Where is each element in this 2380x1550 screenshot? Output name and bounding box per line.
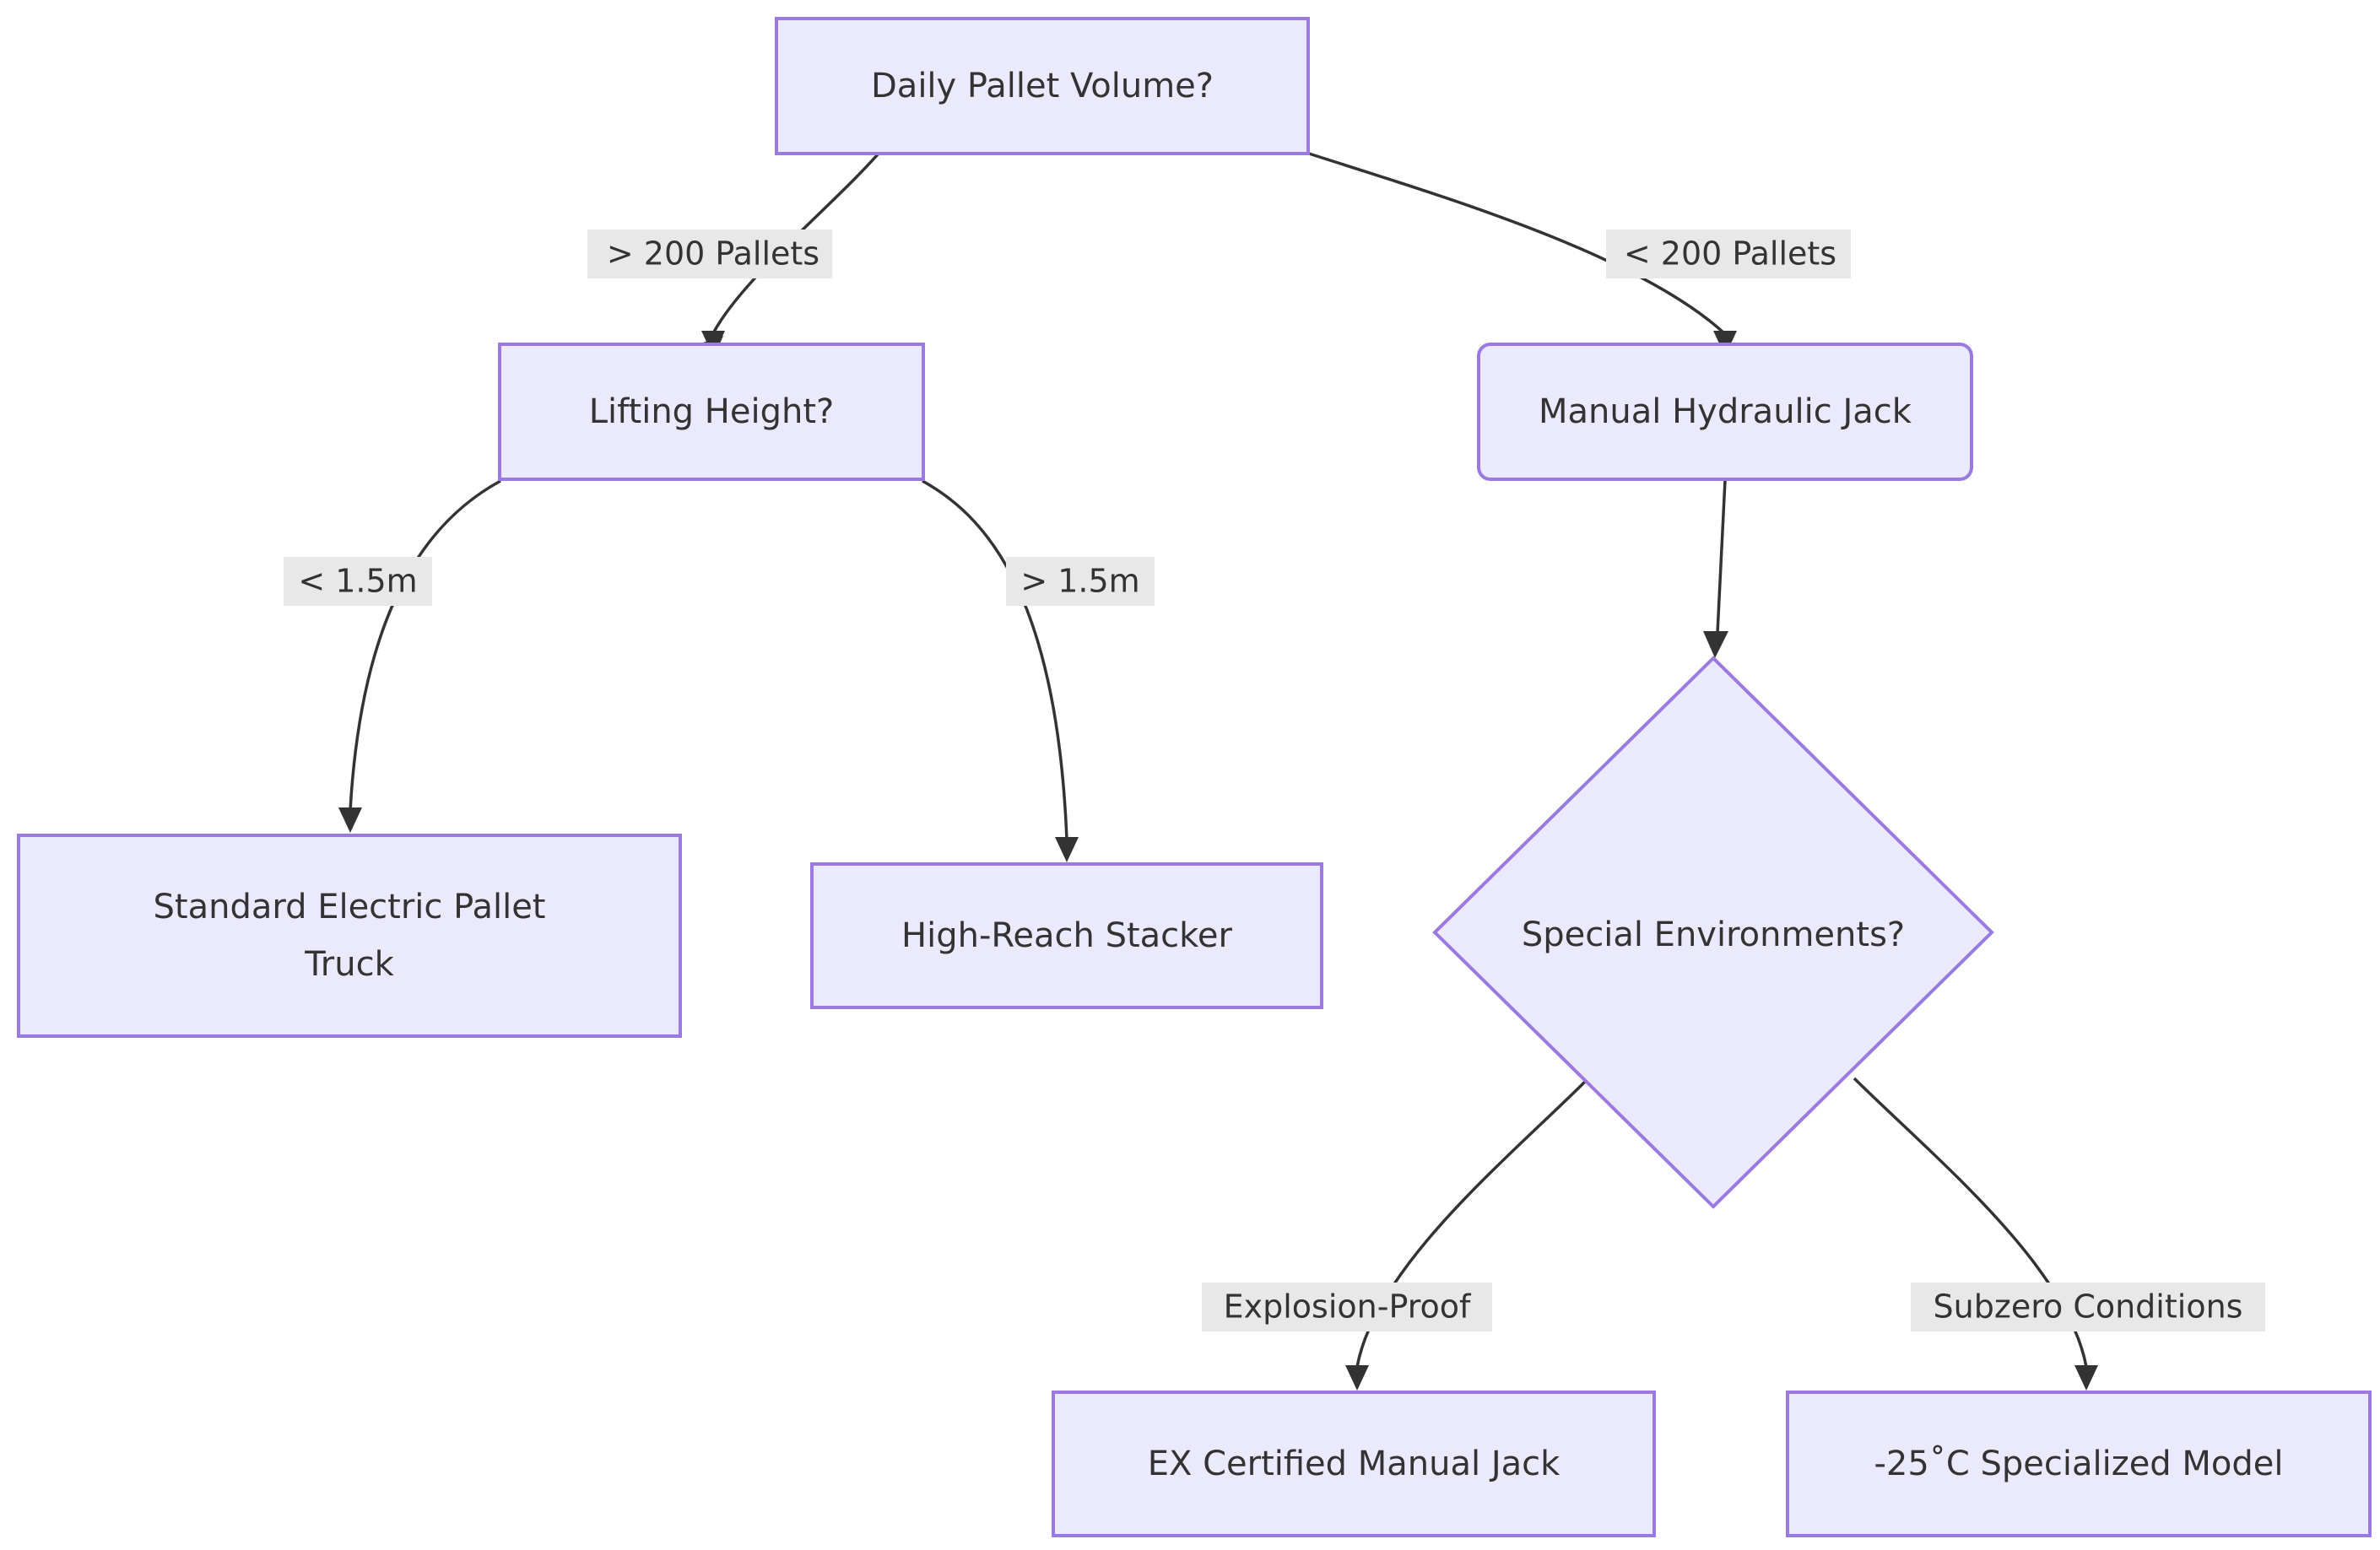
edge-manual-jack-to-special-env: [1703, 479, 1728, 658]
node-high-reach-stacker[interactable]: High-Reach Stacker: [810, 862, 1323, 1009]
edge-label-gt-200-pallets-bg: [587, 230, 832, 278]
edge-label-gt-1-5m-text: > 1.5m: [1020, 563, 1139, 600]
node-ex-certified-manual-jack[interactable]: EX Certified Manual Jack: [1052, 1391, 1656, 1537]
node-special-environments-label: Special Environments?: [1522, 915, 1905, 954]
edge-label-lt-1-5m: < 1.5m: [284, 557, 432, 606]
edge-lifting-to-electric-truck: [338, 479, 501, 833]
node-special-environments[interactable]: Special Environments?: [1432, 656, 1994, 1209]
node-manual-hydraulic-jack-label: Manual Hydraulic Jack: [1539, 392, 1912, 431]
node-standard-electric-pallet-truck[interactable]: Standard Electric Pallet Truck: [17, 834, 682, 1038]
node-daily-pallet-volume-shape[interactable]: [775, 17, 1310, 155]
edge-label-explosion-proof-text: Explosion-Proof: [1224, 1288, 1472, 1326]
edge-label-subzero-conditions: Subzero Conditions: [1911, 1283, 2265, 1331]
node-manual-hydraulic-jack[interactable]: Manual Hydraulic Jack: [1477, 343, 1973, 481]
edge-label-lt-200-pallets-bg: [1606, 230, 1851, 278]
node-manual-hydraulic-jack-shape[interactable]: [1477, 343, 1973, 481]
edge-label-gt-1-5m-bg: [1006, 557, 1155, 606]
node-standard-electric-pallet-truck-label-line2: Truck: [304, 945, 394, 984]
node-ex-certified-manual-jack-shape[interactable]: [1052, 1391, 1656, 1537]
node-ex-certified-manual-jack-label: EX Certified Manual Jack: [1148, 1445, 1561, 1483]
node-special-environments-shape[interactable]: [1432, 656, 1994, 1209]
edge-label-lt-1-5m-text: < 1.5m: [298, 563, 417, 600]
edge-label-layer: > 200 Pallets < 200 Pallets < 1.5m > 1.5…: [284, 230, 2265, 1331]
edge-special-env-to-subzero: [1853, 1077, 2098, 1391]
edge-label-lt-200-pallets: < 200 Pallets: [1606, 230, 1851, 278]
edge-label-gt-200-pallets: > 200 Pallets: [587, 230, 832, 278]
node-lifting-height-label: Lifting Height?: [589, 392, 835, 431]
edge-label-explosion-proof: Explosion-Proof: [1202, 1283, 1492, 1331]
edge-label-explosion-proof-bg: [1202, 1283, 1492, 1331]
node-high-reach-stacker-label: High-Reach Stacker: [901, 916, 1232, 955]
edge-layer: [338, 152, 2098, 1391]
edge-special-env-to-ex-certified: [1345, 1078, 1588, 1391]
edge-label-lt-1-5m-bg: [284, 557, 432, 606]
node-subzero-specialized-model[interactable]: -25˚C Specialized Model: [1786, 1391, 2372, 1537]
node-lifting-height-shape[interactable]: [498, 343, 925, 481]
node-layer: Daily Pallet Volume? Lifting Height? Man…: [17, 17, 2372, 1537]
node-standard-electric-pallet-truck-label-line1: Standard Electric Pallet: [154, 888, 546, 926]
node-subzero-specialized-model-label: -25˚C Specialized Model: [1874, 1445, 2283, 1483]
edge-lifting-to-stacker: [922, 479, 1079, 862]
edge-label-gt-200-pallets-text: > 200 Pallets: [607, 235, 819, 273]
node-standard-electric-pallet-truck-shape[interactable]: [17, 834, 682, 1038]
node-daily-pallet-volume-label: Daily Pallet Volume?: [871, 67, 1214, 105]
node-high-reach-stacker-shape[interactable]: [810, 862, 1323, 1009]
edge-label-subzero-conditions-text: Subzero Conditions: [1934, 1288, 2243, 1326]
edge-label-gt-1-5m: > 1.5m: [1006, 557, 1155, 606]
node-lifting-height[interactable]: Lifting Height?: [498, 343, 925, 481]
edge-label-lt-200-pallets-text: < 200 Pallets: [1624, 235, 1836, 273]
node-daily-pallet-volume[interactable]: Daily Pallet Volume?: [775, 17, 1310, 155]
node-subzero-specialized-model-shape[interactable]: [1786, 1391, 2372, 1537]
edge-label-subzero-conditions-bg: [1911, 1283, 2265, 1331]
